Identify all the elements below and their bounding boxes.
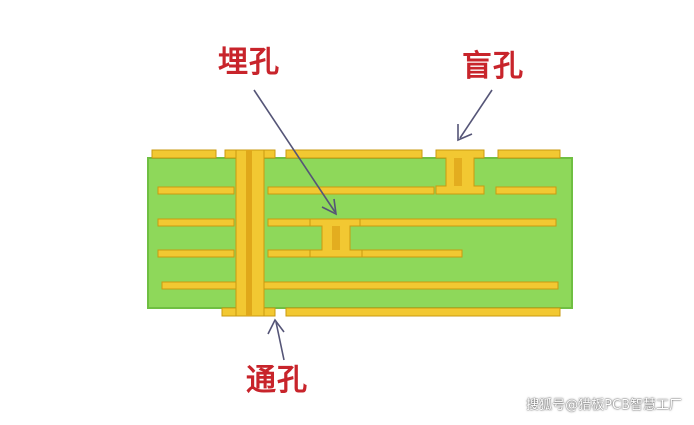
inner-copper-layers [157,186,559,290]
blind-via-label: 盲孔 [462,49,524,84]
watermark: 搜狐号@猎板PCB智慧工厂 [526,398,682,413]
callout-arrows [253,89,493,361]
blind-via [435,149,485,195]
inner-trace [157,249,235,258]
buried-via-arrowhead [321,198,337,216]
buried-via-arrow [253,89,336,213]
inner-trace [495,186,557,195]
through-via [235,149,265,317]
through-via-arrow [275,321,285,361]
top-copper-pad [285,149,423,159]
blind-via-arrowhead [457,124,473,142]
through-via-label: 通孔 [246,363,308,398]
bottom-copper-layer [221,307,561,317]
blind-via-arrow [459,89,493,139]
inner-trace [267,186,435,195]
inner-trace [267,249,311,258]
inner-trace [157,218,235,227]
inner-trace [157,186,235,195]
bottom-copper-pad [285,307,561,317]
inner-trace [161,281,559,290]
inner-trace [267,218,311,227]
buried-via-label: 埋孔 [218,45,280,80]
top-copper-pad [497,149,561,159]
top-copper-layer [151,149,561,159]
inner-trace [361,249,463,258]
buried-via [309,218,363,258]
inner-trace [359,218,557,227]
through-via-arrowhead [267,318,285,335]
top-copper-pad [151,149,217,159]
